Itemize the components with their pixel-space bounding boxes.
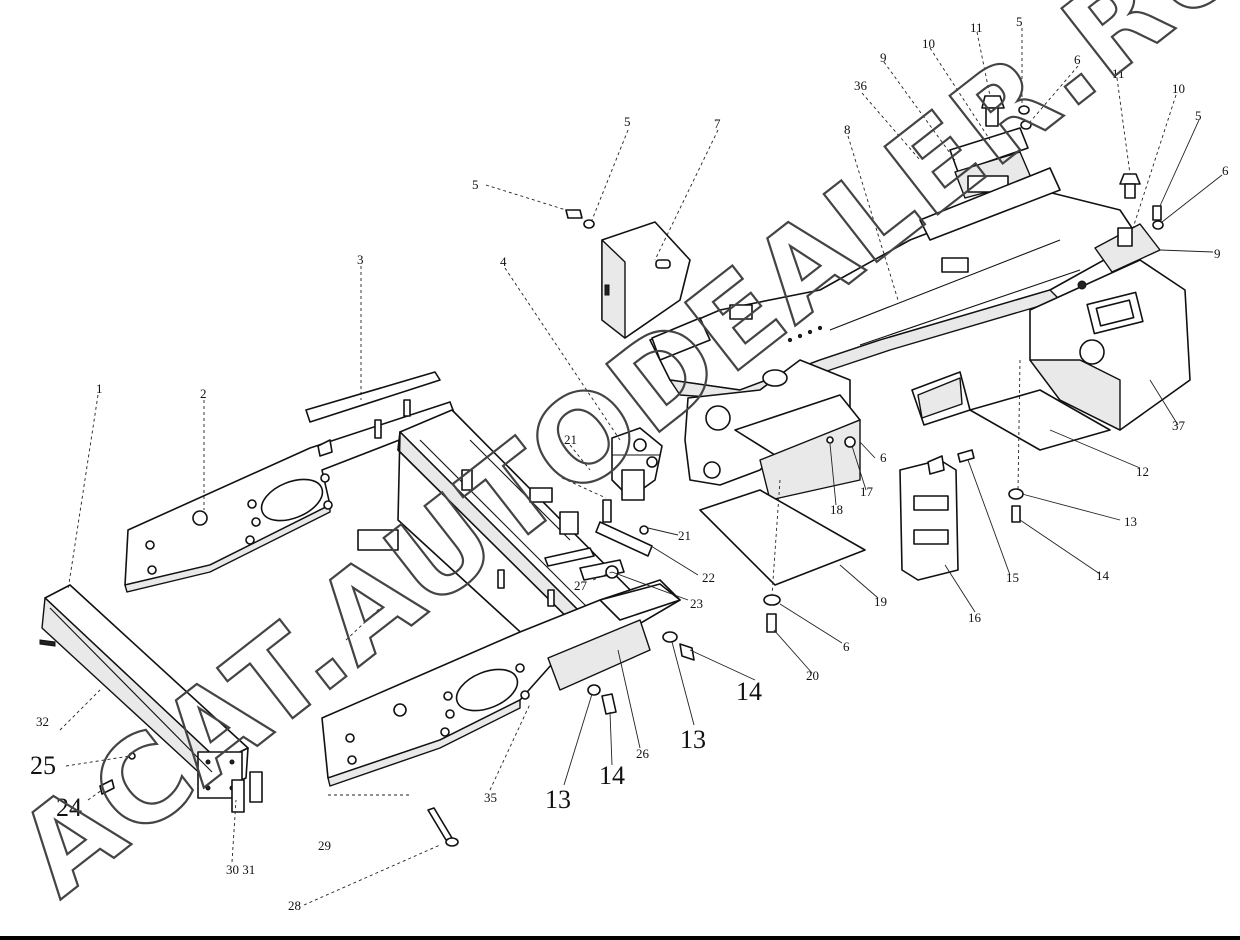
main-upper-frame: [649, 189, 1141, 501]
callout: 13: [1124, 514, 1137, 529]
right-side-plate: [321, 579, 681, 787]
callout: 35: [484, 790, 497, 805]
washer-bolt-lower: [587, 631, 695, 715]
callout: 23: [690, 596, 703, 611]
cover-plate-left: [919, 95, 1061, 241]
callout: 24: [56, 793, 82, 822]
callout: 10: [1172, 81, 1185, 96]
cover-plate-right: [1094, 173, 1164, 273]
callout: 16: [968, 610, 982, 625]
callout: 5: [1195, 108, 1202, 123]
callout: 30 31: [226, 862, 255, 877]
callout: 5: [1016, 14, 1023, 29]
long-bolt-28: [427, 807, 459, 847]
callout: 29: [318, 838, 331, 853]
callout: 19: [874, 594, 887, 609]
callout: 15: [1006, 570, 1019, 585]
callout: 25: [30, 751, 56, 780]
callout: 13: [680, 725, 706, 754]
callout: 32: [36, 714, 49, 729]
callout: 6: [1074, 52, 1081, 67]
callout: 37: [1172, 418, 1186, 433]
valve-block: [611, 427, 663, 501]
small-fasteners: [826, 436, 856, 448]
bolt-24-washer-25: [99, 752, 136, 795]
callout-labels: 1 2 3 4 5 5 5 5 6 6 6 6 7 8 9 9 10 10 11…: [30, 14, 1229, 913]
callout: 11: [970, 20, 983, 35]
callout: 21: [564, 432, 577, 447]
callout: 2: [200, 386, 207, 401]
box-cover: [601, 221, 691, 339]
left-side-plate: [124, 401, 457, 593]
callout: 22: [702, 570, 715, 585]
lower-plate-right: [969, 389, 1111, 451]
callout: 3: [357, 252, 364, 267]
callout: 12: [1136, 464, 1149, 479]
callout: 5: [624, 114, 631, 129]
callout: 11: [1112, 66, 1125, 81]
bottom-border: [0, 936, 1240, 940]
callout: 27: [574, 578, 588, 593]
callout: 14: [736, 677, 762, 706]
washer-bolt-right: [1008, 488, 1024, 523]
callout: 20: [806, 668, 819, 683]
callout: 21: [678, 528, 691, 543]
washer-bolt-bottom: [763, 594, 781, 633]
step-ladder: [899, 455, 959, 581]
callout: 7: [714, 116, 721, 131]
callout: 14: [599, 761, 625, 790]
callout: 18: [830, 502, 843, 517]
front-crossbeam: [39, 584, 263, 813]
callout: 6: [880, 450, 887, 465]
callout: 6: [843, 639, 850, 654]
lower-plate: [699, 489, 866, 586]
callout: 13: [545, 785, 571, 814]
tank-housing: [1029, 259, 1191, 431]
callout: 9: [880, 50, 887, 65]
callout: 5: [472, 177, 479, 192]
callout: 14: [1096, 568, 1110, 583]
callout: 28: [288, 898, 301, 913]
callout: 26: [636, 746, 650, 761]
callout: 10: [922, 36, 935, 51]
callout: 9: [1214, 246, 1221, 261]
top-strip: [305, 371, 441, 439]
callout: 8: [844, 122, 851, 137]
callout: 36: [854, 78, 868, 93]
bracket-center: [911, 371, 971, 426]
bolt-5-upper-left: [565, 209, 595, 229]
callout: 17: [860, 484, 874, 499]
callout: 6: [1222, 163, 1229, 178]
callout: 4: [500, 254, 507, 269]
callout: 1: [96, 381, 103, 396]
linkage: [544, 499, 653, 581]
leader-lines: [59, 28, 1223, 906]
bolt-15: [957, 449, 975, 463]
